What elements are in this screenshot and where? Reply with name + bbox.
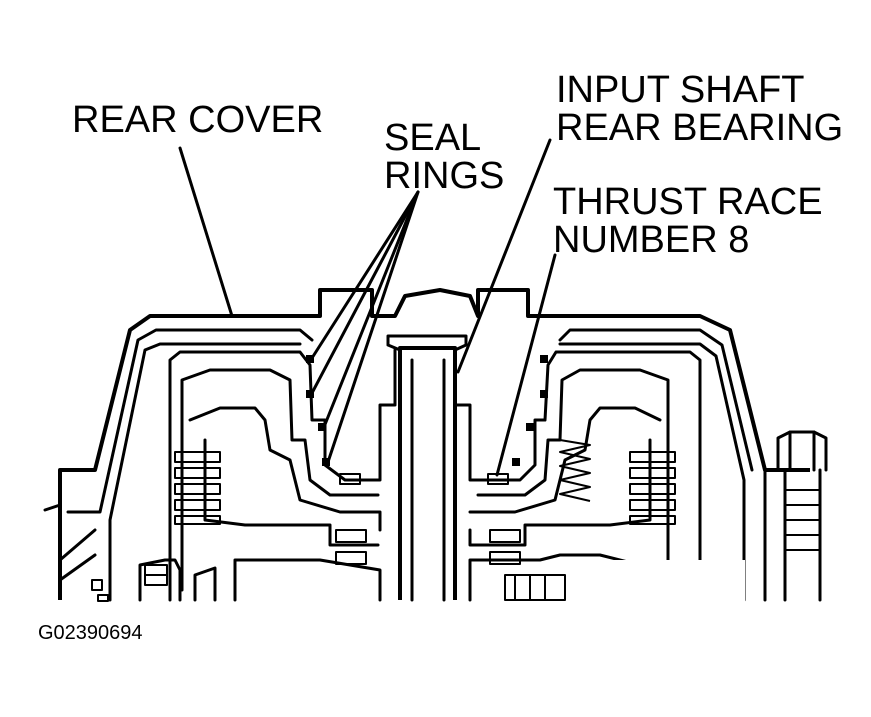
right-clutch-pack [629, 451, 676, 525]
label-seal-rings-line2: RINGS [384, 155, 505, 197]
rear-cover-outline [58, 288, 810, 600]
left-hub [188, 406, 382, 532]
input-shaft-collar [386, 334, 468, 352]
seal-ring-marks [306, 355, 548, 466]
leader-seal-rings [310, 190, 420, 464]
rear-cover-inner-2 [108, 342, 746, 602]
label-thrust-race-line1: THRUST RACE [553, 181, 823, 223]
right-drum [468, 438, 652, 547]
label-rear-cover: REAR COVER [72, 99, 324, 141]
leader-input-shaft-bearing [456, 138, 552, 374]
lower-right-detail [504, 560, 745, 605]
label-seal-rings-line1: SEAL [384, 117, 482, 159]
left-diagonal [43, 503, 97, 582]
label-thrust-race-line2: NUMBER 8 [553, 219, 750, 261]
rear-cover-inner [66, 328, 754, 514]
input-shaft [398, 346, 457, 600]
lower-left-detail [91, 564, 168, 602]
left-clutch-pack [174, 451, 221, 525]
figure-code: G02390694 [38, 622, 143, 644]
left-housing [168, 348, 397, 602]
label-input-shaft-line1: INPUT SHAFT [556, 69, 805, 111]
leader-rear-cover [178, 146, 234, 318]
label-input-shaft-line2: REAR BEARING [556, 107, 844, 149]
left-thrust-race [339, 473, 361, 485]
leader-thrust-race [495, 253, 557, 477]
left-housing-inner [180, 368, 380, 592]
right-housing-inner [476, 368, 670, 592]
cover-bolt [763, 430, 828, 602]
left-drum [203, 438, 380, 547]
shaft-center-line [410, 358, 446, 602]
right-hub [468, 406, 662, 514]
return-spring [559, 439, 591, 502]
lower-left-structure [138, 558, 382, 602]
right-housing [453, 350, 702, 602]
